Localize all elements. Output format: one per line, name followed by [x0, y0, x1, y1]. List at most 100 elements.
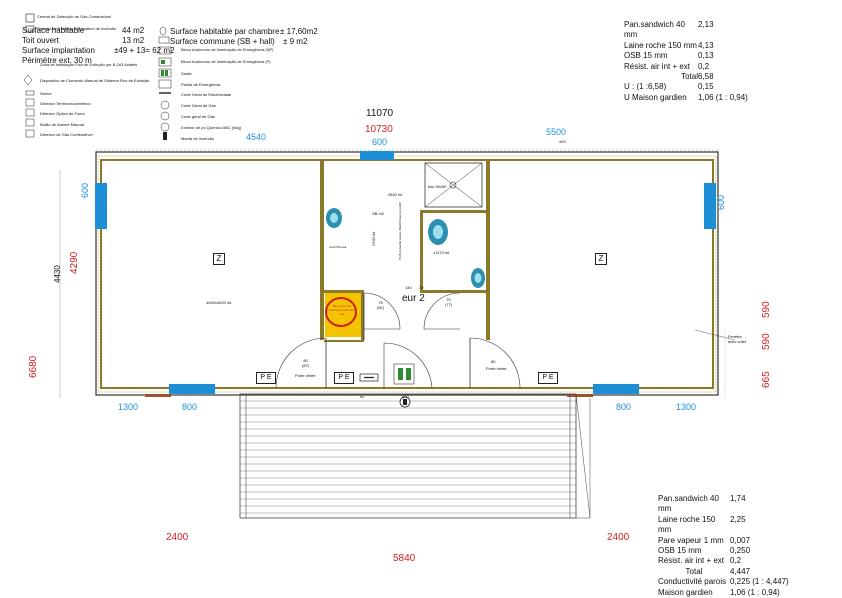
cell: 0,15 [698, 82, 714, 92]
cell: 0,007 [730, 535, 751, 545]
dim-terrace-width: 5840 [393, 553, 416, 564]
zone-marker-icon: Z [595, 253, 607, 265]
dim-800-left: 800 [182, 402, 198, 412]
dim-right-segment: 5500 [546, 127, 567, 137]
partition-wc [420, 290, 488, 293]
cell: 1,06 (1 : 0,94) [698, 92, 748, 102]
cell: Résist. air int + ext [624, 61, 691, 71]
window-right [704, 183, 716, 229]
surface-chambre-value: ± 17,60m2 [280, 27, 318, 36]
cell: 2,13 [698, 20, 714, 29]
dim-590-b: 590 [761, 333, 772, 350]
partition-wc-v [420, 210, 423, 293]
cell: U Maison gardien [624, 92, 687, 102]
dim-height-outer: 4430 [53, 265, 62, 283]
zone-marker-icon: Z [213, 253, 225, 265]
cell: 0,2 [698, 61, 710, 71]
surface-chambre-label: Surface habitable par chambre [170, 27, 280, 36]
window-left [95, 183, 107, 229]
cell: U : (1 :6,58) [624, 82, 667, 92]
cell: 4,13 [698, 40, 714, 50]
room-eur: eur 2 [402, 293, 425, 304]
highlight-circle [325, 297, 357, 327]
porte-vitree-right: Porte vitrée [486, 366, 507, 371]
door-80-right: 80 [491, 359, 496, 364]
pe-box: P E [538, 372, 558, 384]
inner-wall [100, 159, 714, 389]
legend-item: Saída [181, 71, 192, 76]
dim-top-window: 600 [372, 137, 388, 147]
legend-item: Manta de Incêndio [181, 136, 214, 141]
door-140: 140 [405, 285, 412, 290]
cell: 0,250 [730, 546, 751, 556]
legend-item: Zona de Instalação Fixa de Extinção por … [40, 62, 138, 67]
window-bottom-left [169, 384, 215, 394]
door-swing-entry [383, 342, 433, 389]
shower-label: bac 90x90 [428, 184, 447, 189]
cell: 0,225 (1 : 4,447) [730, 577, 789, 587]
legend-item: Corte Geral de Electricidade [181, 92, 232, 97]
cell: Pan.sandwich 40 mm [658, 494, 719, 514]
surface-label: Toit ouvert [22, 36, 59, 45]
terrace-deck [239, 393, 591, 519]
legend-item: Extintor de pó Químico ABC (6kg) [181, 125, 242, 130]
cell: Pare vapeur 1 mm [658, 535, 724, 545]
legend-item: Detector de Gás Combustível [40, 132, 93, 137]
dim-height-total: 6680 [28, 355, 39, 378]
dim-right-window: 600 [716, 194, 726, 210]
legend-item: Detector Termovelocimétrico [40, 101, 91, 106]
dim-1300-right: 1300 [676, 402, 697, 412]
legend-item: Bloco Autónomo de Iluminação de Emergênc… [181, 59, 271, 64]
porte-vitree-left: Porte vitrée [295, 373, 316, 378]
cell: OSB 15 mm [658, 546, 702, 556]
door-70b: 70 [419, 285, 424, 290]
dim-665: 665 [761, 371, 772, 388]
dim-right-small: 400 [559, 139, 566, 144]
pe-box: P E [256, 372, 276, 384]
cell: 2,25 [730, 514, 746, 524]
legend-item: Corte geral de Gás [181, 114, 215, 119]
dim-terrace-left: 2400 [166, 532, 189, 543]
surface-label: Surface implantation [22, 46, 95, 55]
door-80-left: 80 (87) [302, 358, 310, 368]
legend-item: Sirene [40, 91, 52, 96]
legend-item: Dispositivo de Comando Manual de Sistema… [40, 78, 150, 83]
door-swing-left [275, 337, 327, 389]
surface-value: 44 m2 [122, 26, 145, 35]
yellow-note: Bac à douche ceramique profondeur max [327, 304, 357, 316]
note-profile: Profil à double rainée 90x90 (hauteur pr… [398, 202, 402, 260]
surface-commune-label: Surface commune (SB + hall) [170, 37, 275, 46]
cell: Total [681, 72, 698, 82]
cell: 4,447 [730, 566, 751, 576]
door-swing-75 [363, 292, 401, 330]
room-label-left: 4000x4000 int. [206, 300, 233, 305]
cell: Maison gardien [658, 587, 713, 597]
cell: 6,58 [698, 72, 714, 82]
legend-item: Bloco Autónomo de Iluminação de Emergênc… [181, 47, 274, 52]
sink-fixture [326, 208, 342, 228]
dim-bottom-600: 600 [402, 394, 409, 399]
legend-item: Corte Geral de Gás [181, 103, 216, 108]
legend-item: Sistema de Extinção Automático de Incênd… [37, 26, 117, 31]
cell: Conductivité parois [658, 577, 727, 587]
dim-overall-length: 11070 [366, 108, 394, 119]
cell: 0,13 [698, 51, 714, 61]
dim-590-a: 590 [761, 301, 772, 318]
dim-800-right: 800 [616, 402, 632, 412]
cell: Laine roche 150 mm [624, 40, 697, 50]
surface-commune-value: ± 9 m2 [283, 37, 308, 46]
dim-left-window: 600 [80, 182, 90, 198]
window-top [360, 151, 394, 160]
bath-dim-vertical: 2340 int [371, 231, 376, 246]
cell: Pan.sandwich 40 mm [624, 20, 685, 40]
legend-item: Detector Óptico de Fumo [40, 111, 85, 116]
partition-right [486, 160, 490, 340]
wc-fixture [471, 268, 485, 288]
window-bottom-right [593, 384, 639, 394]
door-75: 75 (82) [377, 300, 385, 310]
cell: 1,74 [730, 494, 746, 503]
dim-1300-left: 1300 [118, 402, 139, 412]
wc-dim: ±1170 int [433, 250, 450, 255]
